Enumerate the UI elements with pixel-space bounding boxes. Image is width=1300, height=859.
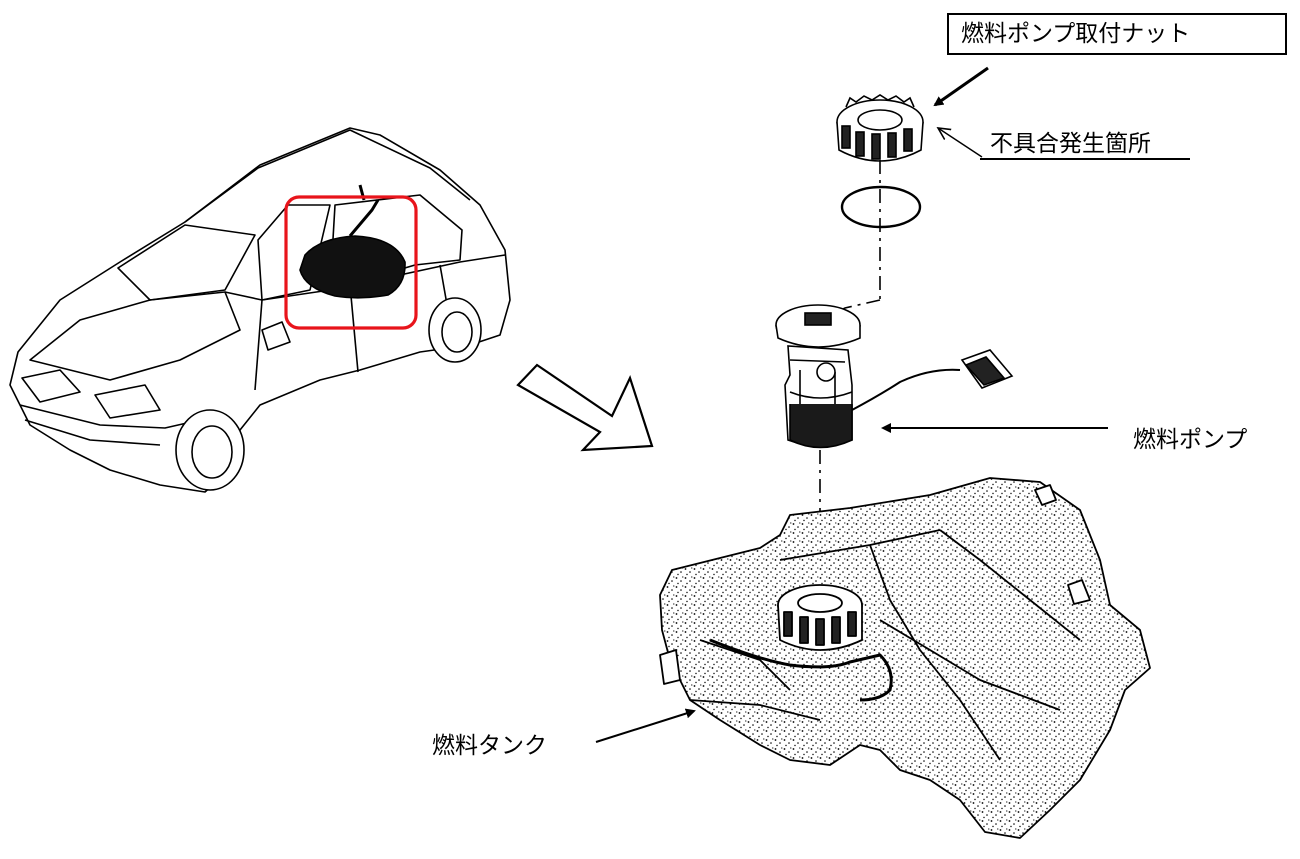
defect-location-label: 不具合発生箇所 xyxy=(980,124,1190,160)
fuel-pump-nut-illustration xyxy=(836,94,924,162)
fuel-tank-label: 燃料タンク xyxy=(432,733,547,759)
defect-location-text: 不具合発生箇所 xyxy=(990,131,1151,157)
leader-line-defect xyxy=(938,128,983,158)
o-ring-illustration xyxy=(840,185,922,229)
defect-location-underline xyxy=(980,158,1190,160)
assembly-axis-line xyxy=(819,160,881,321)
fuel-pump-nut-label: 燃料ポンプ取付ナット xyxy=(947,13,1287,55)
fuel-pump-label: 燃料ポンプ xyxy=(1133,427,1248,453)
fuel-pump-module-illustration xyxy=(775,304,1014,449)
car-illustration xyxy=(9,127,511,493)
leader-line-tank xyxy=(595,708,696,743)
defect-highlight-box xyxy=(284,195,418,330)
fuel-tank-illustration xyxy=(659,477,1151,839)
leader-line-nut xyxy=(933,66,989,107)
hollow-arrow-icon xyxy=(516,363,654,452)
